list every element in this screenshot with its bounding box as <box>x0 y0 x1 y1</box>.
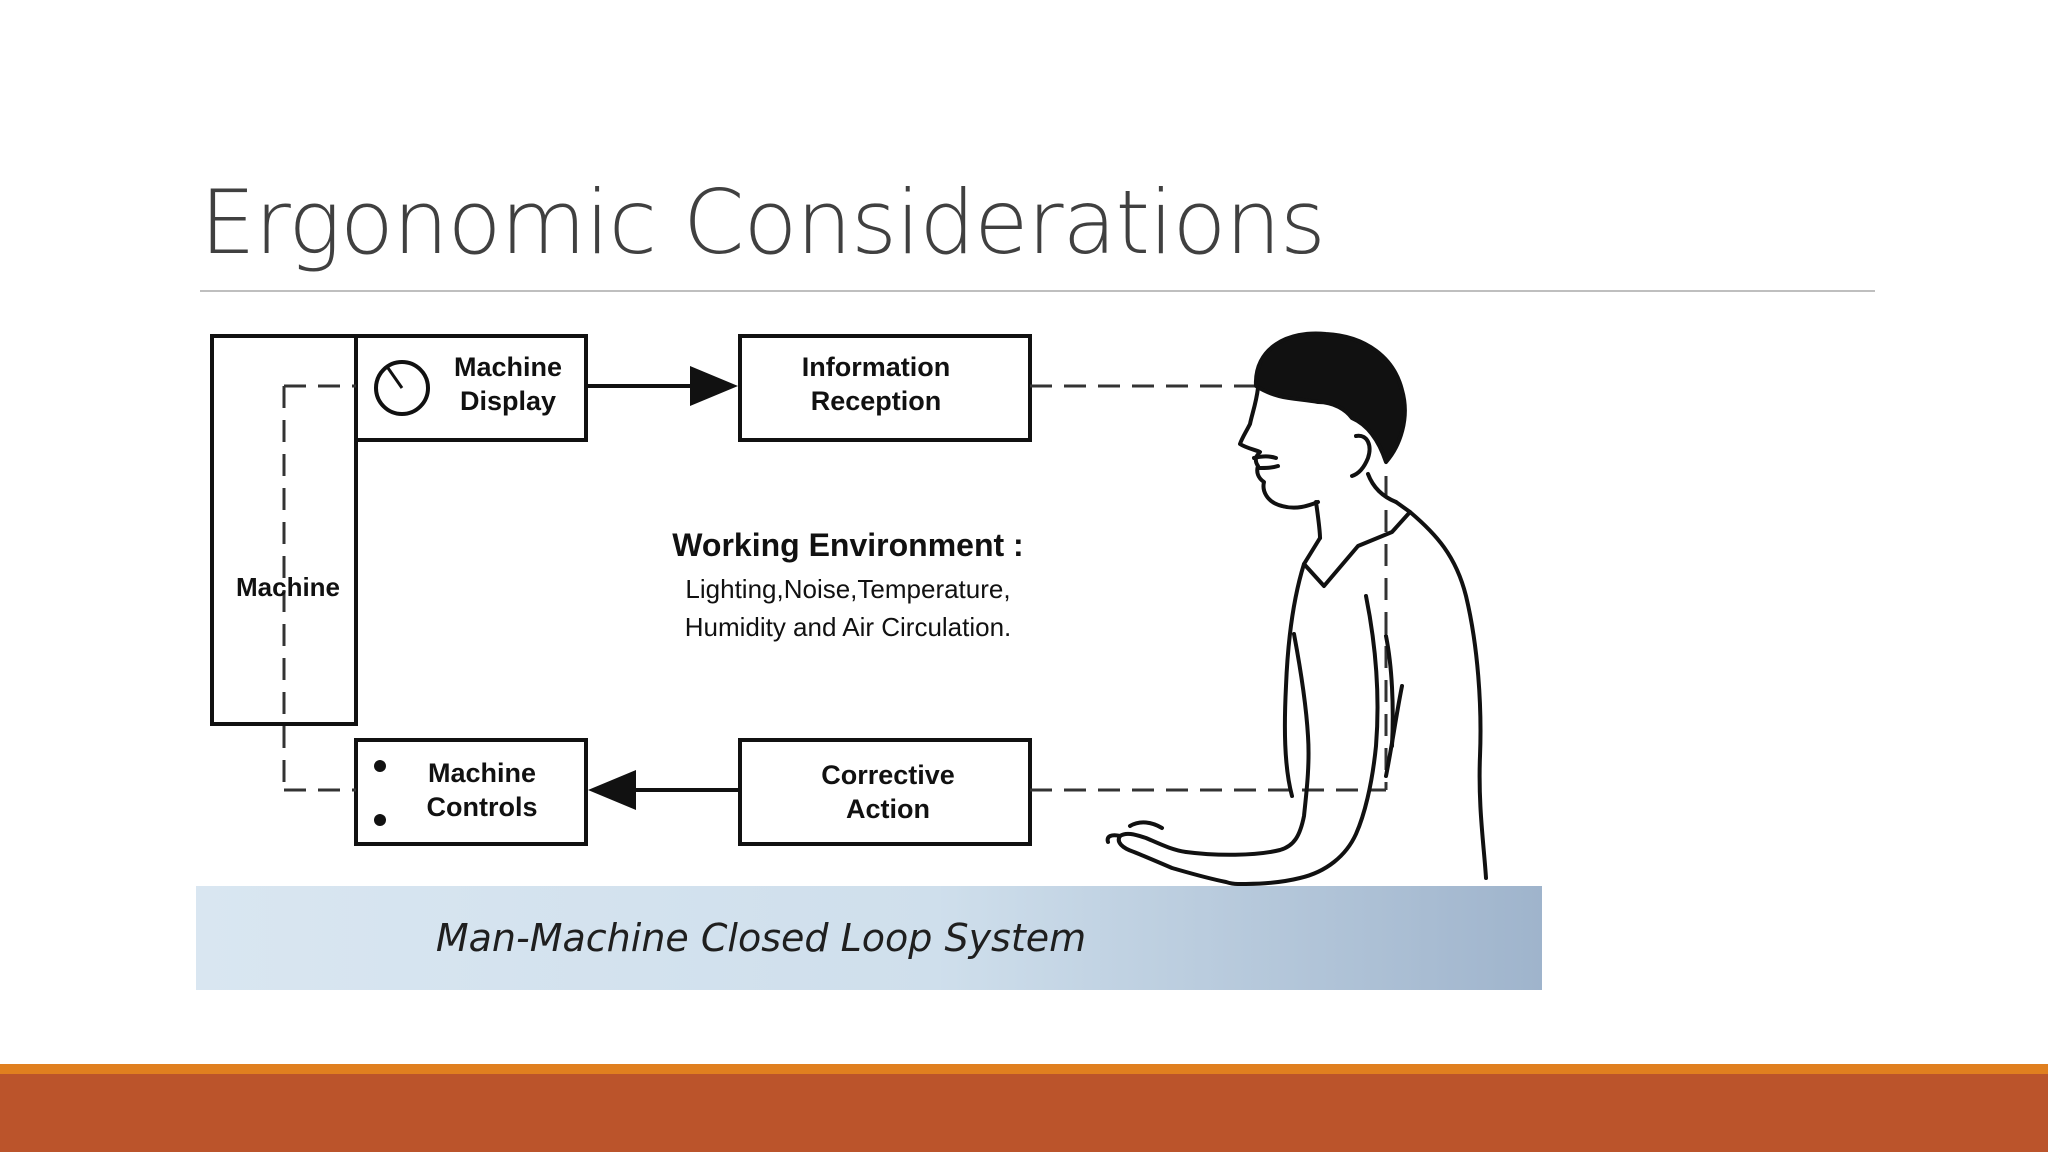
human-operator-illustration <box>1105 331 1488 886</box>
information-reception-label: Reception <box>811 386 942 416</box>
machine-controls-label: Machine <box>428 758 536 788</box>
diagram-svg: Machine Machine Display Information Rece… <box>210 331 1488 886</box>
man-machine-diagram: Machine Machine Display Information Rece… <box>196 306 1542 990</box>
information-reception-label: Information <box>802 352 951 382</box>
control-knob-icon <box>374 814 386 826</box>
machine-display-label: Display <box>460 386 556 416</box>
feedback-loop <box>282 384 1388 792</box>
corrective-action-box <box>738 738 1032 846</box>
gauge-icon <box>374 360 430 416</box>
caption-band: Man-Machine Closed Loop System <box>196 886 1542 990</box>
footer-bar <box>0 1074 2048 1152</box>
footer-accent-line <box>0 1064 2048 1074</box>
control-knob-icon <box>374 760 386 772</box>
corrective-action-label: Action <box>846 794 930 824</box>
gauge-needle <box>386 367 404 389</box>
diagram-caption: Man-Machine Closed Loop System <box>435 916 1087 960</box>
machine-controls-box <box>354 738 588 846</box>
title-divider <box>200 290 1875 292</box>
slide-title: Ergonomic Considerations <box>200 171 1326 274</box>
working-environment-detail: Humidity and Air Circulation. <box>685 612 1012 642</box>
information-reception-box <box>738 334 1032 442</box>
corrective-action-label: Corrective <box>821 760 955 790</box>
machine-controls-label: Controls <box>427 792 538 822</box>
working-environment-detail: Lighting,Noise,Temperature, <box>685 574 1010 604</box>
working-environment-heading: Working Environment : <box>672 527 1023 563</box>
machine-label: Machine <box>236 572 340 602</box>
machine-display-label: Machine <box>454 352 562 382</box>
